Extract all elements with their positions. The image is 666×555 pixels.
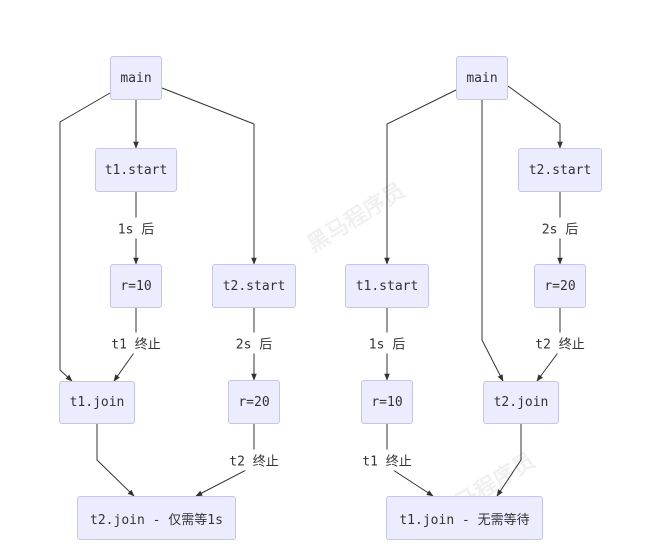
edge-main-t2join-right (481, 100, 504, 382)
node-t2-start-left: t2.start (212, 264, 296, 308)
node-main-left: main (110, 56, 162, 100)
edge-t2join-t1join-right (496, 424, 522, 497)
edge-label-after-2s-left: 2s 后 (232, 332, 276, 354)
node-t1-start-right: t1.start (345, 264, 429, 308)
node-t1-join-left: t1.join (59, 381, 135, 424)
edge-label-t2-end-left: t2 终止 (226, 449, 282, 471)
node-r10-right: r=10 (361, 380, 413, 424)
edge-t1join-t2join-left (96, 424, 135, 497)
node-t2-join-right: t2.join (483, 381, 559, 424)
node-t1-start-left: t1.start (95, 148, 177, 192)
edge-label-t2-end-right: t2 终止 (532, 332, 588, 354)
edge-label-after-1s-right: 1s 后 (365, 332, 409, 354)
edge-main-t2start-left (161, 87, 257, 265)
node-t2-join-left: t2.join - 仅需等1s (77, 496, 236, 540)
edge-label-after-1s-left: 1s 后 (114, 217, 158, 239)
edge-label-t1-end-left: t1 终止 (108, 332, 164, 354)
node-r20-right: r=20 (534, 264, 586, 308)
edge-main-t1start-right (384, 89, 457, 265)
node-r10-left: r=10 (110, 264, 162, 308)
node-main-right: main (456, 56, 508, 100)
edge-label-t1-end-right: t1 终止 (359, 449, 415, 471)
node-r20-left: r=20 (228, 380, 280, 424)
edge-label-after-2s-right: 2s 后 (538, 217, 582, 239)
edge-main-t1join-left (59, 92, 111, 382)
edge-main-t2start-right (507, 85, 563, 149)
node-t2-start-right: t2.start (518, 148, 602, 192)
node-t1-join-right: t1.join - 无需等待 (386, 496, 543, 540)
